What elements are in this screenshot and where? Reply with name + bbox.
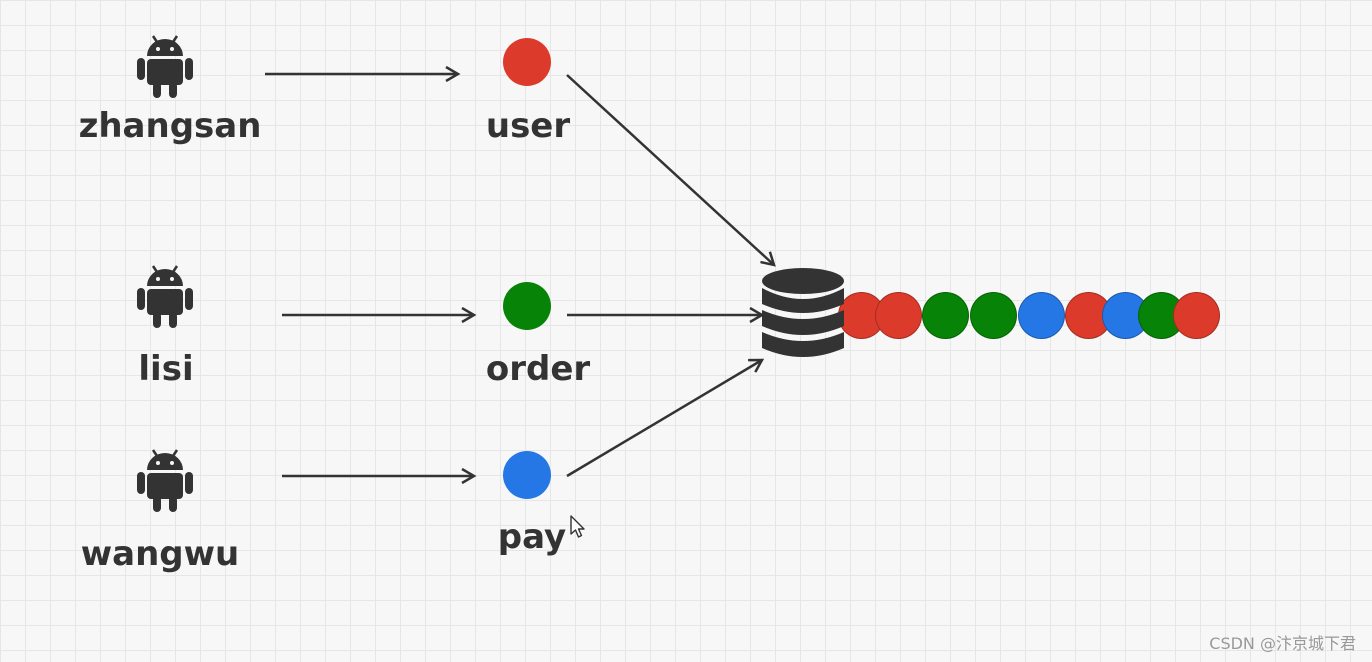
topic-dot-user: [503, 38, 551, 86]
android-icon: [137, 35, 193, 98]
database-icon: [762, 268, 844, 357]
watermark: CSDN @汴京城下君: [1209, 634, 1356, 653]
arrow-user-to-database: [566, 74, 774, 265]
queue-message-user: [1173, 292, 1220, 339]
topic-label-pay: pay: [497, 517, 567, 557]
topic-label-user: user: [485, 106, 571, 146]
client-label-lisi: lisi: [138, 349, 194, 389]
client-label-wangwu: wangwu: [80, 534, 240, 574]
android-icon: [137, 449, 193, 512]
queue-message-pay: [1018, 292, 1065, 339]
topic-dot-order: [503, 282, 551, 330]
topic-label-order: order: [485, 349, 591, 389]
queue-message-user: [875, 292, 922, 339]
topic-dot-pay: [503, 451, 551, 499]
android-icon: [137, 265, 193, 328]
queue-message-order: [970, 292, 1017, 339]
client-label-zhangsan: zhangsan: [78, 106, 262, 146]
mouse-cursor-icon: [570, 515, 585, 538]
queue-message-order: [922, 292, 969, 339]
arrow-pay-to-database: [566, 360, 762, 478]
